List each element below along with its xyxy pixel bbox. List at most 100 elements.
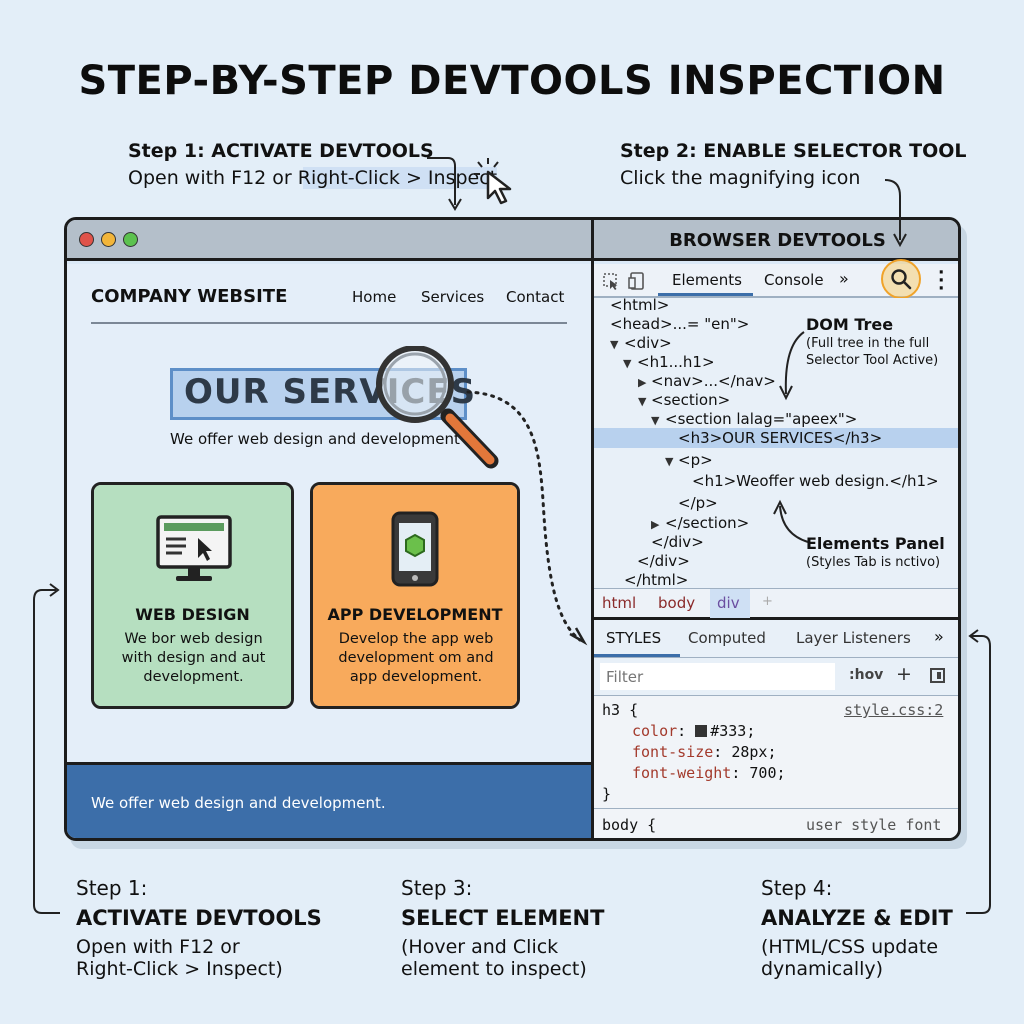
styles-overflow-icon[interactable]: »	[934, 627, 944, 646]
bottom-step4-heading: Step 4:	[761, 876, 833, 900]
minimize-dot-icon[interactable]	[101, 232, 116, 247]
annotation-arrow-icon	[773, 499, 809, 543]
close-dot-icon[interactable]	[79, 232, 94, 247]
expand-triangle-icon[interactable]: ▼	[638, 395, 647, 408]
bottom-step4-text: (HTML/CSS update	[761, 936, 939, 958]
css-selector[interactable]: h3 {	[602, 701, 639, 719]
dom-node[interactable]: <p>	[678, 451, 713, 469]
dom-node[interactable]: <div>	[624, 334, 672, 352]
tab-computed[interactable]: Computed	[688, 629, 766, 647]
css-prop-value: #333;	[710, 722, 756, 740]
user-style-label: user style font	[806, 816, 942, 834]
pane-divider[interactable]	[591, 220, 594, 838]
top-step2-heading: Step 2: ENABLE SELECTOR TOOL	[620, 140, 967, 162]
dom-node[interactable]: <section>	[651, 391, 731, 409]
devtools-header: BROWSER DEVTOOLS	[594, 220, 958, 261]
bottom-step4-sub: ANALYZE & EDIT	[761, 906, 953, 930]
element-picker-icon[interactable]	[602, 272, 620, 290]
sidebar-toggle-icon[interactable]	[930, 668, 945, 683]
dom-node[interactable]: <html>	[610, 296, 670, 314]
card-app-development[interactable]: APP DEVELOPMENT Develop the app web deve…	[310, 482, 520, 709]
nav-services-link[interactable]: Services	[421, 288, 485, 306]
card-app-development-title: APP DEVELOPMENT	[327, 605, 503, 624]
css-declaration[interactable]: color: #333;	[632, 722, 756, 740]
expand-triangle-icon[interactable]: ▼	[651, 414, 660, 427]
dom-node[interactable]: <head>...= "en">	[610, 315, 750, 333]
site-footer: We offer web design and development.	[67, 762, 594, 838]
card-web-design[interactable]: WEB DESIGN We bor web design with design…	[91, 482, 294, 709]
browser-window: COMPANY WEBSITE Home Services Contact OU…	[64, 217, 961, 841]
tab-elements[interactable]: Elements	[658, 264, 753, 296]
smartphone-icon	[391, 511, 439, 587]
site-brand: COMPANY WEBSITE	[91, 286, 288, 307]
top-step2-text: Click the magnifying icon	[620, 167, 861, 189]
dom-node[interactable]: <nav>...</nav>	[651, 372, 776, 390]
tab-styles[interactable]: STYLES	[594, 620, 680, 657]
css-close-brace: }	[602, 785, 612, 803]
cursor-click-icon	[474, 158, 512, 205]
dom-node[interactable]: </div>	[651, 533, 704, 551]
dom-node[interactable]: <section lalag="apeex">	[665, 410, 858, 428]
top-step1-text: Open with F12 or Right-Click > Inspect	[128, 167, 498, 189]
bottom-step4: Step 4: ANALYZE & EDIT (HTML/CSS update …	[761, 876, 953, 980]
maximize-dot-icon[interactable]	[123, 232, 138, 247]
css-rules-panel: h3 { style.css:2 color: #333; font-size:…	[594, 696, 958, 809]
breadcrumb-div[interactable]: div	[717, 594, 740, 612]
annotation-elements-panel-text: (Styles Tab is nctivo)	[806, 555, 941, 570]
css-prop-name: color	[632, 722, 678, 740]
expand-triangle-icon[interactable]: ▼	[623, 357, 632, 370]
annotation-dom-tree-title: DOM Tree	[806, 315, 894, 334]
device-toggle-icon[interactable]	[628, 271, 646, 291]
tab-console[interactable]: Console	[764, 271, 824, 289]
dom-node[interactable]: <h1>Weoffer web design.</h1>	[692, 472, 939, 490]
body-rule-row: body { user style font	[594, 809, 958, 838]
collapse-triangle-icon[interactable]: ▶	[651, 518, 660, 531]
color-swatch-icon[interactable]	[695, 725, 708, 737]
card-app-development-text: Develop the app web development om and a…	[338, 631, 494, 685]
top-step1-heading: Step 1: ACTIVATE DEVTOOLS	[128, 140, 434, 162]
css-body-selector[interactable]: body {	[602, 816, 657, 834]
bottom-step3-heading: Step 3:	[401, 876, 473, 900]
tab-layer-listeners[interactable]: Layer Listeners	[796, 629, 911, 647]
expand-triangle-icon[interactable]: ▼	[610, 338, 619, 351]
tabs-overflow-icon[interactable]: »	[839, 269, 849, 288]
css-prop-name: font-size	[632, 743, 714, 761]
css-declaration[interactable]: font-weight: 700;	[632, 764, 786, 782]
add-rule-icon[interactable]: +	[896, 663, 912, 685]
expand-triangle-icon[interactable]: ▼	[665, 455, 674, 468]
top-step1-text-value: Open with F12 or Right-Click > Inspect	[128, 167, 498, 189]
card-web-design-title: WEB DESIGN	[135, 605, 250, 624]
site-footer-text: We offer web design and development.	[91, 794, 386, 812]
dom-node[interactable]: </p>	[678, 494, 718, 512]
dom-node[interactable]: </section>	[665, 514, 750, 532]
css-prop-value: 28px;	[731, 743, 777, 761]
collapse-triangle-icon[interactable]: ▶	[638, 376, 647, 389]
styles-filter-input[interactable]	[600, 663, 835, 690]
css-declaration[interactable]: font-size: 28px;	[632, 743, 777, 761]
dom-node[interactable]: </html>	[624, 571, 689, 589]
annotation-elements-panel-title: Elements Panel	[806, 534, 945, 553]
breadcrumb-add[interactable]: +	[762, 594, 773, 609]
monitor-icon	[156, 515, 232, 581]
dom-node[interactable]: <h1...h1>	[637, 353, 715, 371]
kebab-menu-icon[interactable]: ···	[938, 263, 945, 299]
search-icon[interactable]	[890, 268, 912, 292]
styles-tabbar: STYLES Computed Layer Listeners »	[594, 620, 958, 658]
breadcrumb: html body div +	[594, 588, 958, 620]
breadcrumb-html[interactable]: html	[602, 594, 637, 612]
dom-node[interactable]: </div>	[637, 552, 690, 570]
css-source-link[interactable]: style.css:2	[844, 701, 944, 719]
annotation-dom-tree-text: Selector Tool Active)	[806, 353, 939, 368]
nav-contact-link[interactable]: Contact	[506, 288, 565, 306]
css-prop-name: font-weight	[632, 764, 732, 782]
hov-toggle[interactable]: :hov	[849, 667, 884, 683]
nav-divider	[91, 322, 567, 324]
dom-node-selected[interactable]: <h3>OUR SERVICES</h3>	[678, 429, 883, 447]
bottom-step3: Step 3: SELECT ELEMENT (Hover and Click …	[401, 876, 604, 980]
nav-home-link[interactable]: Home	[352, 288, 397, 306]
dom-tree-panel: <html> <head>...= "en"> ▼ <div> ▼ <h1...…	[594, 296, 958, 589]
breadcrumb-body[interactable]: body	[658, 594, 696, 612]
card-web-design-text: We bor web design with design and aut de…	[121, 631, 266, 685]
magnifying-glass-icon	[376, 346, 499, 469]
website-viewport: COMPANY WEBSITE Home Services Contact OU…	[67, 264, 594, 762]
